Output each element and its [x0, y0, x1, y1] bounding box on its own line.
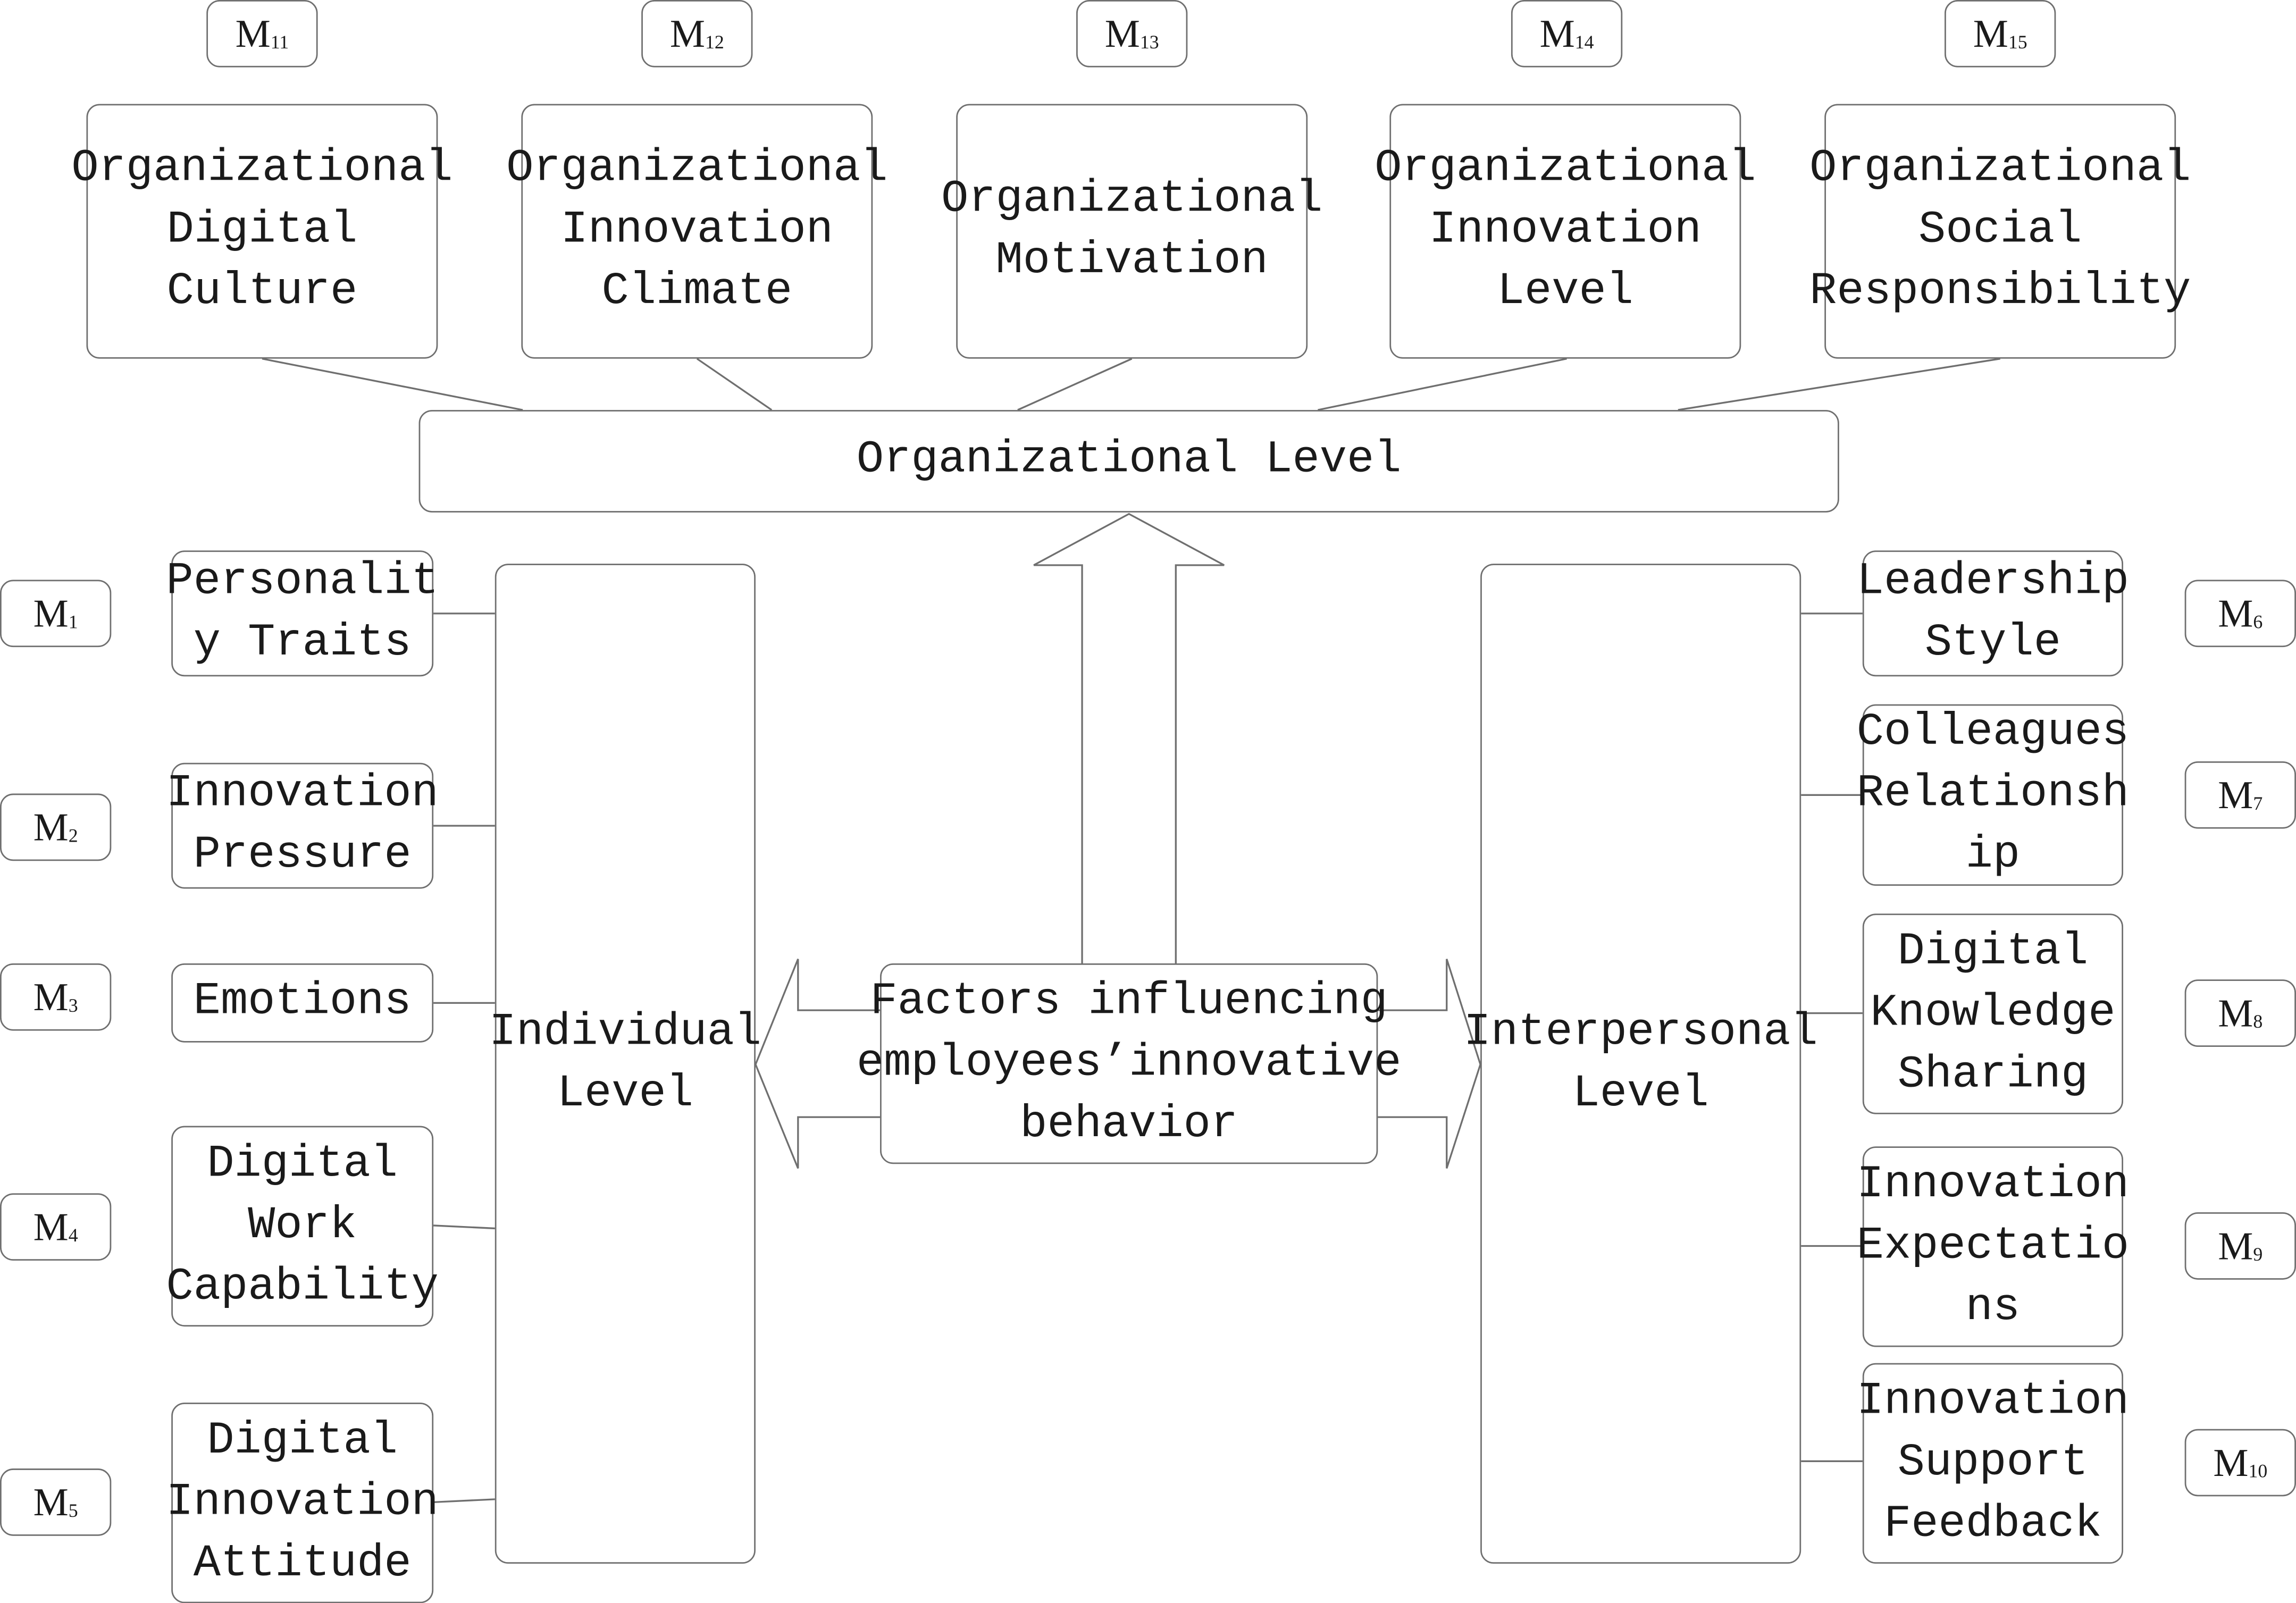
- factor-innovation-pressure: Innovation Pressure: [166, 762, 439, 889]
- connector-m12: [696, 358, 773, 411]
- connector-m5: [433, 1498, 495, 1504]
- factor-personality-traits: Personalit y Traits: [166, 550, 439, 677]
- organizational-level-box: Organizational Level: [418, 410, 1839, 513]
- factor-digital-innovation-attitude: Digital Innovation Attitude: [166, 1403, 439, 1603]
- factor-organizational-innovation-climate: Organizational Innovation Climate: [506, 104, 887, 359]
- connector-m13: [1017, 358, 1133, 411]
- up-arrow: [1033, 513, 1225, 964]
- connector-m15: [1678, 358, 2000, 411]
- connector-m14: [1318, 358, 1567, 411]
- right-arrow: [1378, 959, 1481, 1169]
- factor-innovation-support-feedback: Innovation Support Feedback: [1857, 1363, 2129, 1564]
- factor-organizational-innovation-level: Organizational Innovation Level: [1375, 104, 1756, 359]
- factor-leadership-style: Leadership Style: [1857, 550, 2129, 677]
- center-factors-box: Factors influencing employees’innovative…: [857, 963, 1401, 1164]
- individual-level-box: Individual Level: [489, 564, 761, 1564]
- factor-organizational-digital-culture: Organizational Digital Culture: [71, 104, 453, 359]
- factor-emotions: Emotions: [171, 963, 434, 1043]
- factor-innovation-expectations: Innovation Expectatio ns: [1857, 1146, 2129, 1347]
- factor-organizational-motivation: Organizational Motivation: [941, 104, 1322, 359]
- factor-organizational-social-responsibility: Organizational Social Responsibility: [1809, 104, 2191, 359]
- interpersonal-level-box: Interpersonal Level: [1464, 564, 1818, 1564]
- factor-digital-knowledge-sharing: Digital Knowledge Sharing: [1862, 913, 2124, 1114]
- connector-m11: [262, 358, 523, 411]
- factor-colleagues-relationship: Colleagues Relationsh ip: [1857, 704, 2129, 886]
- factor-digital-work-capability: Digital Work Capability: [166, 1126, 439, 1327]
- connector-m4: [433, 1224, 495, 1230]
